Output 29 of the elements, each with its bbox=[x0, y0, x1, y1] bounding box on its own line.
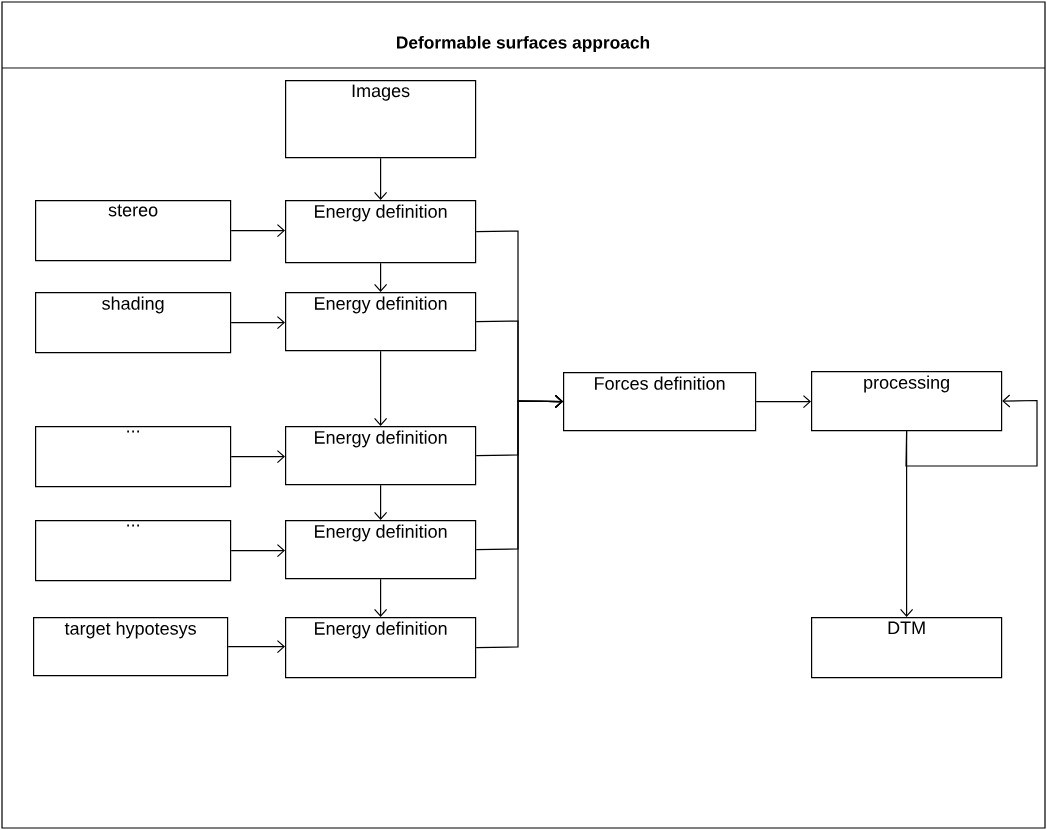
arrow bbox=[374, 350, 388, 426]
arrow bbox=[374, 484, 388, 520]
arrow bbox=[374, 578, 388, 617]
process-box: DTM bbox=[811, 617, 1003, 679]
process-box: Energy definition bbox=[285, 426, 477, 486]
process-box: target hypotesys bbox=[33, 617, 229, 677]
process-box: ... bbox=[35, 520, 232, 582]
arrow bbox=[230, 224, 285, 238]
process-box: Energy definition bbox=[285, 520, 477, 580]
arrow bbox=[475, 394, 563, 649]
process-box: processing bbox=[811, 371, 1003, 432]
process-box: shading bbox=[35, 292, 232, 354]
arrow bbox=[230, 450, 285, 464]
title: Deformable surfaces approach bbox=[397, 35, 650, 53]
process-box: Images bbox=[285, 80, 477, 159]
arrow bbox=[227, 640, 285, 654]
arrow bbox=[374, 157, 388, 200]
process-box: Energy definition bbox=[285, 292, 477, 352]
arrow bbox=[755, 395, 811, 409]
process-box: Energy definition bbox=[285, 617, 477, 679]
arrow bbox=[900, 430, 914, 617]
arrow bbox=[230, 316, 285, 330]
process-box: Energy definition bbox=[285, 200, 477, 264]
arrow bbox=[230, 544, 285, 558]
arrow bbox=[905, 394, 1038, 467]
arrow bbox=[374, 262, 388, 292]
process-box: ... bbox=[35, 426, 232, 488]
process-box: Forces definition bbox=[563, 372, 757, 432]
process-box: stereo bbox=[35, 200, 232, 262]
